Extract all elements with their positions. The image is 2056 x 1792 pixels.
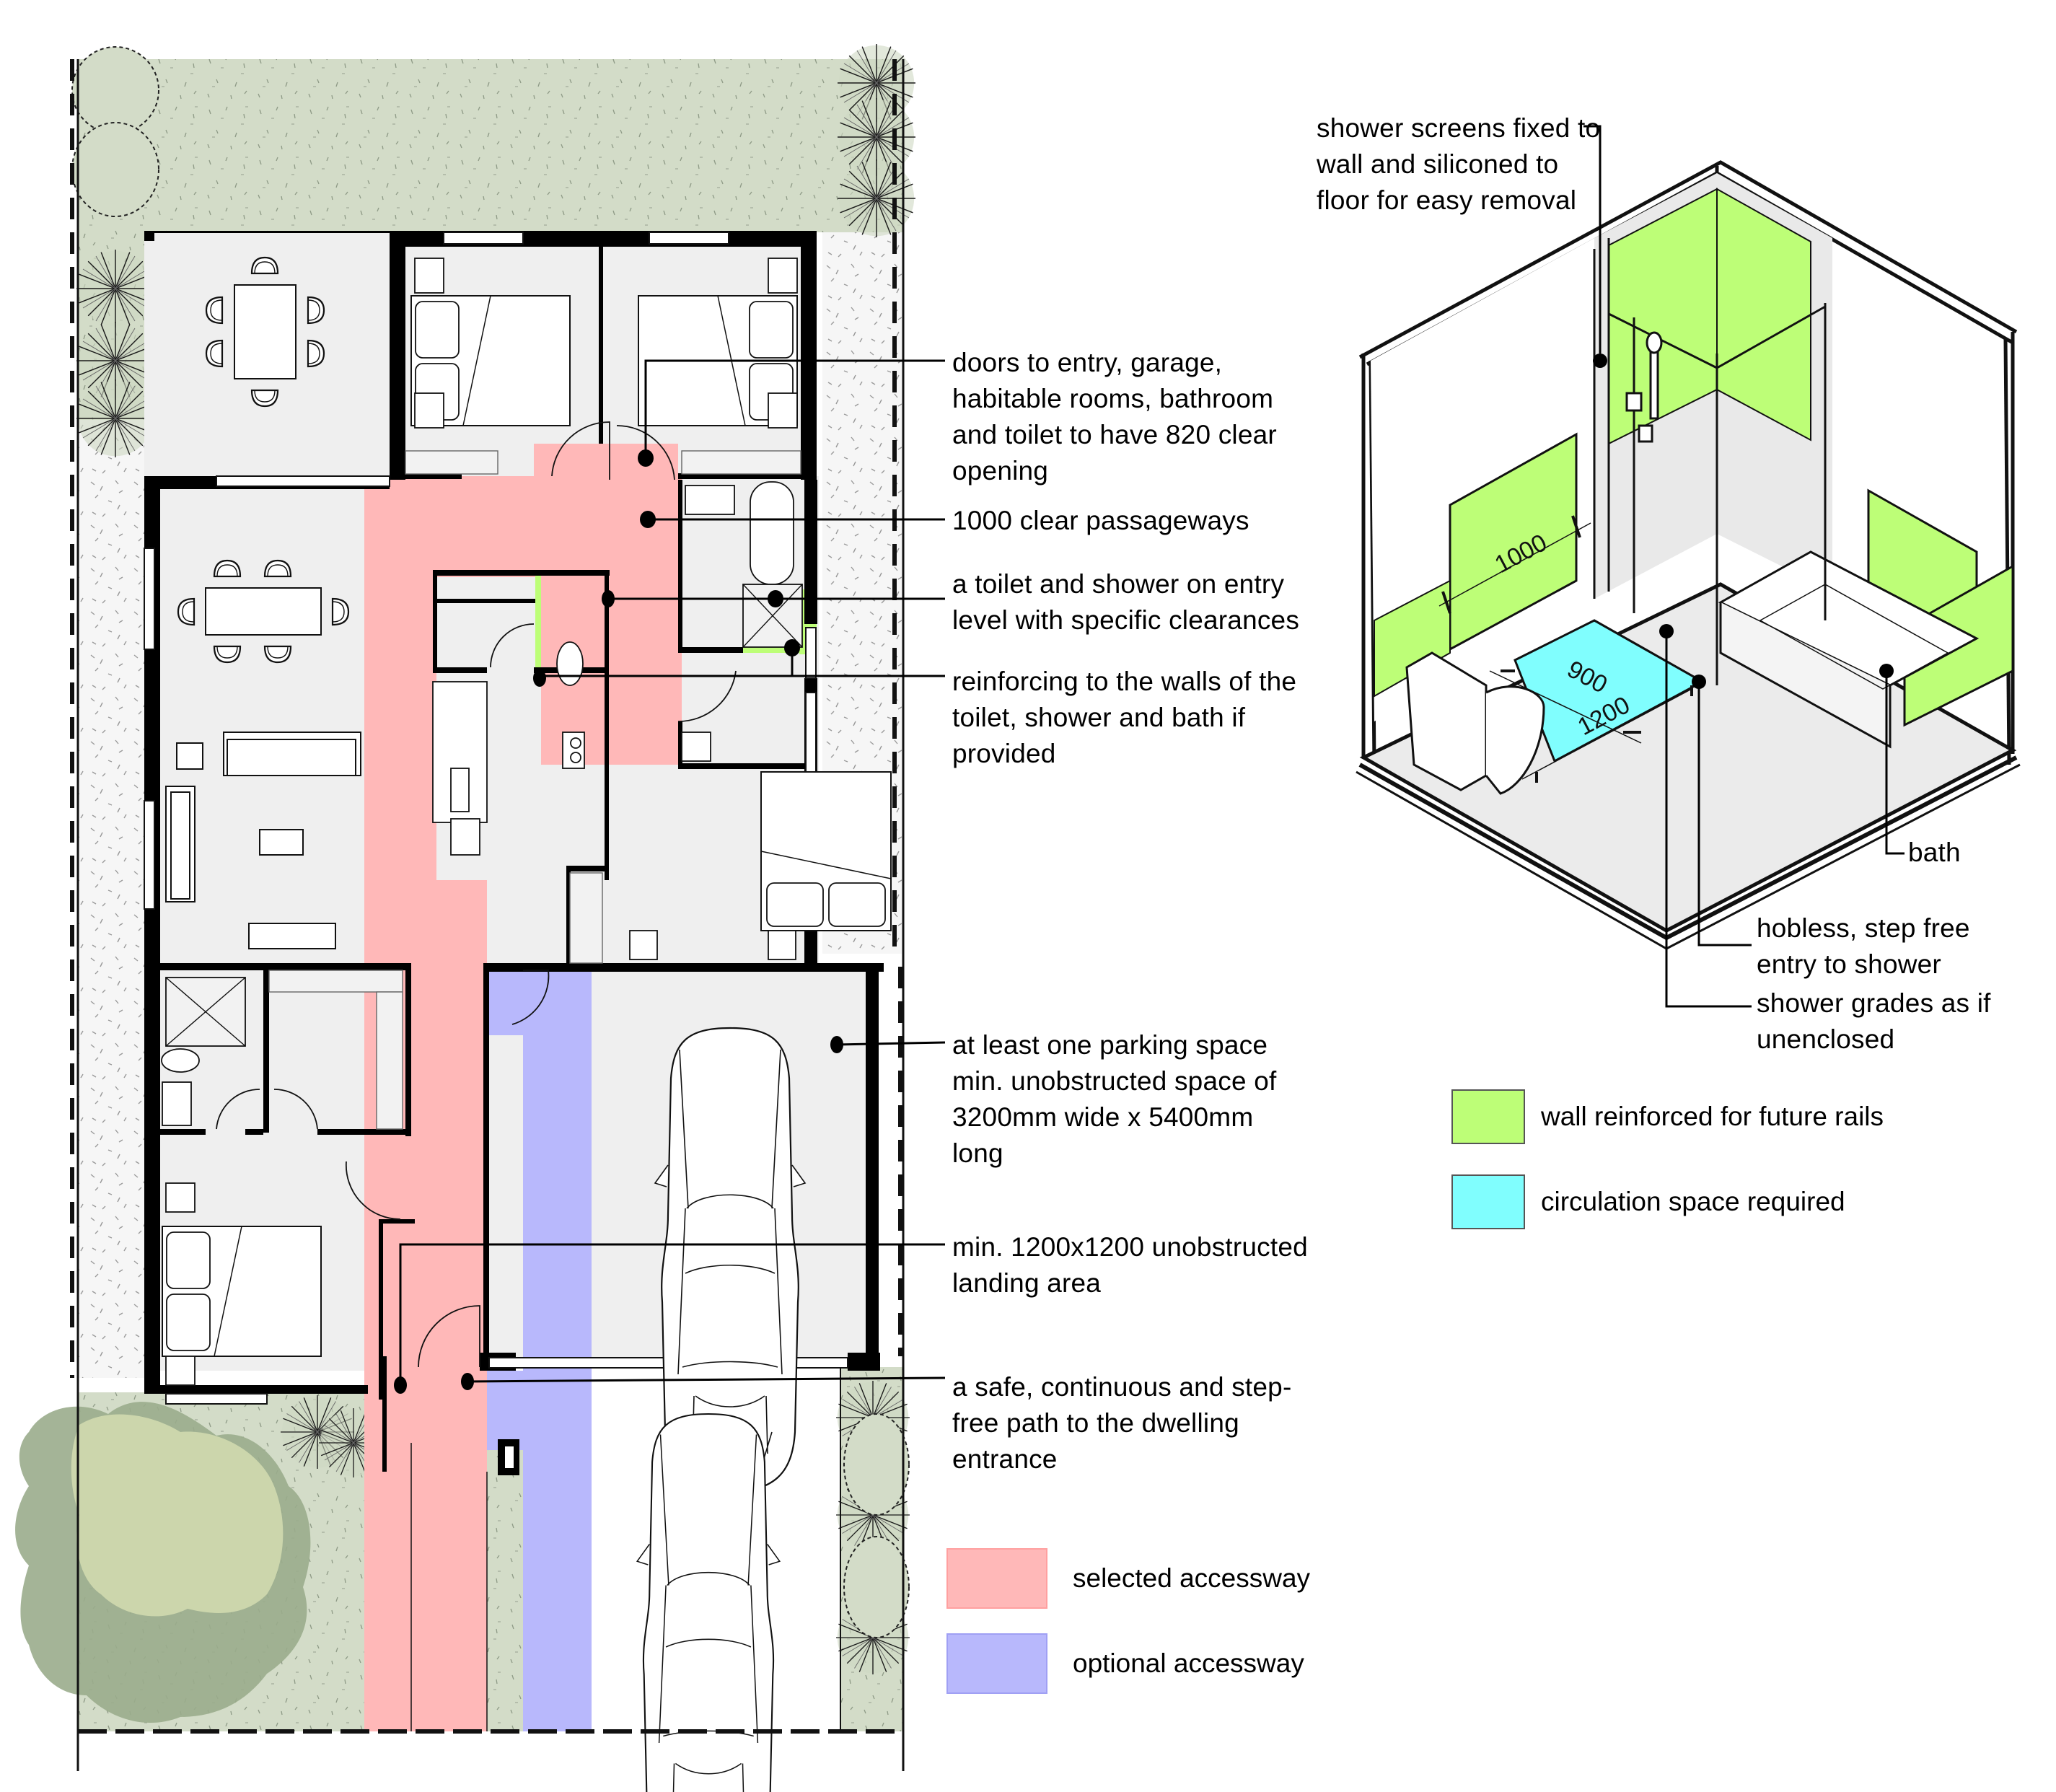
annotation-toilet-shower: a toilet and shower on entry level with … — [952, 569, 1300, 635]
annotation-shower-grades: shower grades as if unenclosed — [1757, 988, 1991, 1054]
kitchen — [432, 681, 585, 856]
legend-optional-accessway: optional accessway — [946, 1633, 1304, 1694]
optional-accessway — [487, 970, 592, 1731]
legend-swatch-optional — [946, 1633, 1047, 1694]
bath-fixtures — [161, 481, 803, 1126]
annotation-hobless: hobless, step free entry to shower — [1757, 913, 1970, 979]
tree-icon — [15, 1402, 311, 1723]
annotation-bath: bath — [1908, 838, 1961, 867]
leader-lines — [399, 359, 946, 1385]
annotation-passageways: 1000 clear passageways — [952, 506, 1249, 535]
shower-fittings — [1625, 331, 1663, 443]
legend-swatch-selected — [946, 1548, 1047, 1609]
legend-reinforced-wall: wall reinforced for future rails — [1451, 1089, 1884, 1144]
dining-table — [177, 256, 350, 664]
site-boundary — [70, 59, 905, 1771]
leader-dot-icon — [394, 449, 843, 1394]
leader-dot-icon — [1593, 353, 1894, 689]
legend-swatch-circulation — [1451, 1174, 1525, 1229]
toilet-icon — [1405, 651, 1545, 795]
legend-selected-accessway: selected accessway — [946, 1548, 1310, 1609]
annotation-reinforcing: reinforcing to the walls of the toilet, … — [952, 667, 1297, 768]
wardrobe — [268, 450, 801, 1130]
legend-swatch-reinforced — [1451, 1089, 1525, 1144]
bedside-table — [165, 258, 798, 1386]
annotation-shower-screens: shower screens fixed to wall and silicon… — [1317, 113, 1601, 215]
annotation-parking: at least one parking space min. unobstru… — [952, 1030, 1277, 1168]
legend-circulation: circulation space required — [1451, 1174, 1845, 1229]
hedge-icon — [71, 46, 910, 1638]
door-swing — [216, 421, 737, 1368]
selected-accessway — [364, 444, 682, 1731]
annotation-doors: doors to entry, garage, habitable rooms,… — [952, 348, 1277, 486]
living-furniture — [165, 732, 361, 949]
annotation-landing: min. 1200x1200 unobstructed landing area — [952, 1232, 1308, 1298]
annotation-path: a safe, continuous and step- free path t… — [952, 1372, 1292, 1474]
